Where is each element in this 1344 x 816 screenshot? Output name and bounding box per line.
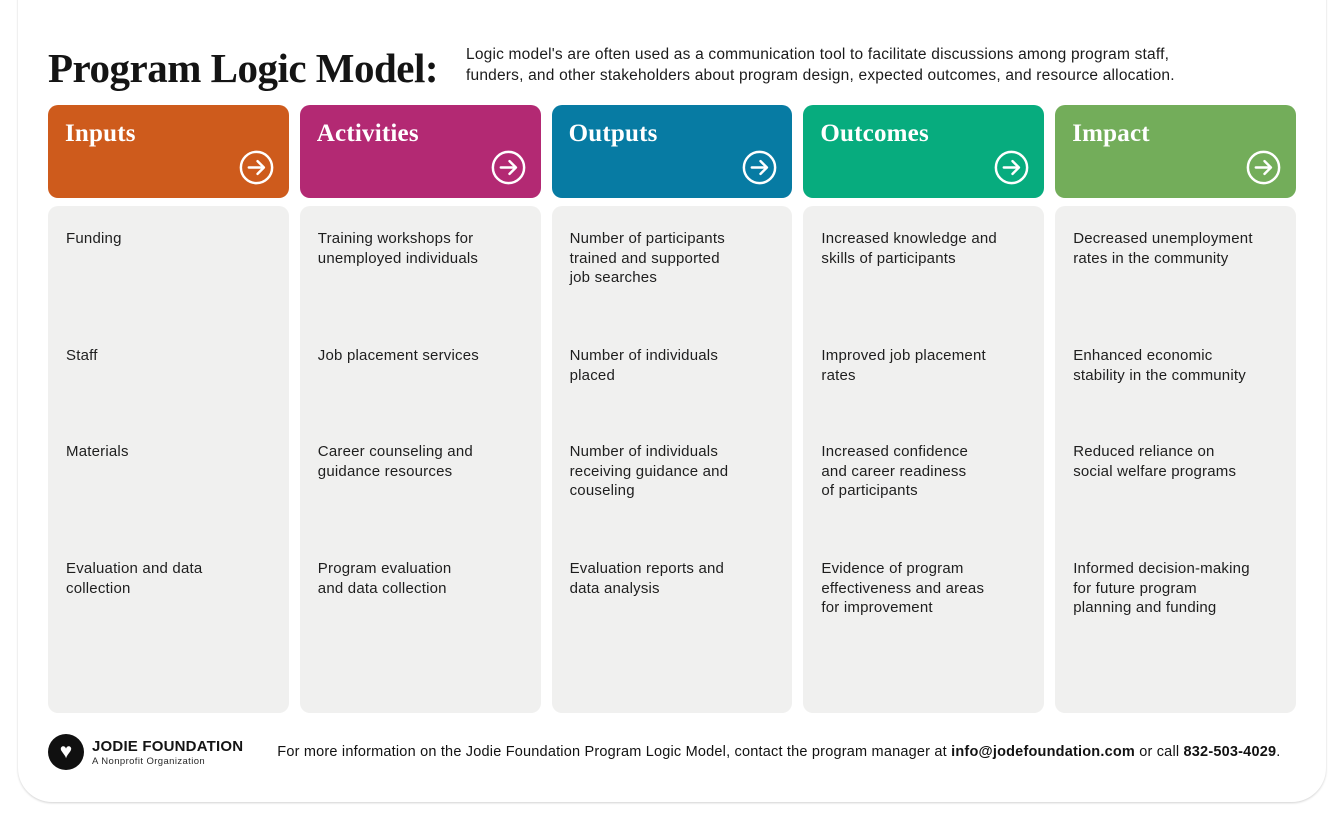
list-item: Increased knowledge and skills of partic…	[821, 230, 997, 267]
contact-text-after: .	[1276, 744, 1281, 760]
list-item: Materials	[66, 443, 129, 460]
heart-icon: ♥	[48, 734, 84, 770]
jodie-foundation-logo: ♥ JODIE FOUNDATION A Nonprofit Organizat…	[48, 734, 243, 770]
list-item: Training workshops for unemployed indivi…	[317, 230, 479, 267]
column-impact: Impact Decreased unemployment rates in t…	[1055, 105, 1296, 713]
column-title: Outputs	[568, 120, 658, 147]
arrow-right-circle-icon[interactable]	[993, 149, 1030, 186]
list-item: Funding	[66, 230, 122, 247]
column-inputs: Inputs Funding Staff Materials Evaluatio…	[48, 105, 289, 713]
brand-name: JODIE FOUNDATION	[92, 737, 244, 755]
column-title: Impact	[1072, 120, 1150, 147]
page-title: Program Logic Model:	[48, 45, 439, 91]
arrow-right-circle-icon[interactable]	[238, 149, 275, 186]
column-body-outcomes: Increased knowledge and skills of partic…	[803, 206, 1045, 713]
column-body-outputs: Number of participants trained and suppo…	[551, 206, 793, 713]
list-item: Job placement services	[317, 347, 479, 364]
contact-text-middle: or call	[1134, 744, 1184, 760]
footer: ♥ JODIE FOUNDATION A Nonprofit Organizat…	[48, 731, 1296, 773]
list-item: Increased confidence and career readines…	[821, 443, 968, 499]
contact-text-before: For more information on the Jodie Founda…	[277, 744, 952, 760]
brand-tagline: A Nonprofit Organization	[92, 755, 206, 767]
list-item: Staff	[66, 347, 98, 364]
list-item: Evaluation reports and data analysis	[569, 560, 725, 597]
list-item: Improved job placement rates	[821, 347, 986, 384]
column-header-outcomes: Outcomes	[803, 105, 1045, 198]
list-item: Enhanced economic stability in the commu…	[1073, 347, 1246, 384]
intro-paragraph: Logic model's are often used as a commun…	[466, 46, 1175, 84]
list-item: Number of individuals placed	[569, 347, 719, 384]
footer-contact-text: For more information on the Jodie Founda…	[277, 744, 1280, 760]
column-title: Activities	[316, 120, 419, 147]
column-header-inputs: Inputs	[48, 105, 289, 198]
list-item: Evaluation and data collection	[66, 560, 203, 597]
column-body-impact: Decreased unemployment rates in the comm…	[1055, 206, 1296, 713]
list-item: Informed decision-making for future prog…	[1073, 560, 1250, 616]
column-outcomes: Outcomes Increased knowledge and skills …	[803, 105, 1045, 713]
list-item: Decreased unemployment rates in the comm…	[1073, 230, 1253, 267]
column-header-activities: Activities	[299, 105, 541, 198]
arrow-right-circle-icon[interactable]	[490, 149, 527, 186]
column-header-impact: Impact	[1055, 105, 1296, 198]
column-activities: Activities Training workshops for unempl…	[299, 105, 541, 713]
logic-model-columns: Inputs Funding Staff Materials Evaluatio…	[48, 105, 1296, 713]
arrow-right-circle-icon[interactable]	[741, 149, 778, 186]
list-item: Career counseling and guidance resources	[317, 443, 473, 480]
brand-text: JODIE FOUNDATION A Nonprofit Organizatio…	[92, 738, 243, 767]
list-item: Evidence of program effectiveness and ar…	[821, 560, 985, 616]
column-outputs: Outputs Number of participants trained a…	[551, 105, 793, 713]
contact-phone: 832-503-4029	[1183, 744, 1277, 760]
column-title: Inputs	[65, 120, 136, 147]
column-title: Outcomes	[820, 120, 929, 147]
list-item: Program evaluation and data collection	[317, 560, 452, 597]
column-body-inputs: Funding Staff Materials Evaluation and d…	[48, 206, 289, 713]
contact-email: info@jodefoundation.com	[951, 744, 1135, 760]
arrow-right-circle-icon[interactable]	[1245, 149, 1282, 186]
list-item: Number of participants trained and suppo…	[569, 230, 725, 286]
list-item: Reduced reliance on social welfare progr…	[1073, 443, 1237, 480]
column-header-outputs: Outputs	[551, 105, 793, 198]
list-item: Number of individuals receiving guidance…	[569, 443, 729, 499]
column-body-activities: Training workshops for unemployed indivi…	[299, 206, 541, 713]
